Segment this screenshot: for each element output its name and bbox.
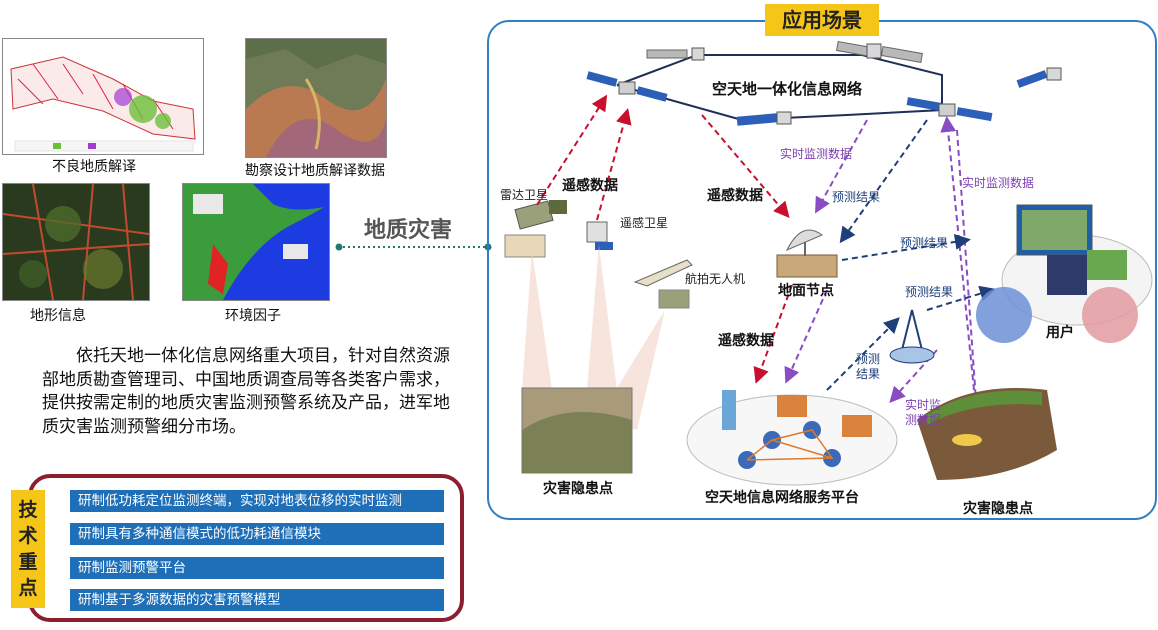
tech-item: 研制监测预警平台 <box>70 557 444 579</box>
coverage-beam <box>587 245 617 390</box>
bad-geology-map <box>2 38 204 155</box>
satellite-icon <box>736 111 792 126</box>
realtime-data-label: 实时监测数据 <box>962 176 1035 190</box>
satellite-network <box>586 41 1062 126</box>
bad-geology-caption: 不良地质解译 <box>52 159 136 175</box>
network-title: 空天地一体化信息网络 <box>712 80 863 98</box>
radar-satellite-icon <box>504 200 567 258</box>
rs-data-label: 遥感数据 <box>718 333 774 349</box>
tech-item: 研制低功耗定位监测终端，实现对地表位移的实时监测 <box>70 490 444 512</box>
geo-disaster-label: 地质灾害 <box>364 218 453 243</box>
hazard-label-left: 灾害隐患点 <box>543 481 613 497</box>
rs-data-label: 遥感数据 <box>707 188 763 204</box>
connector-line <box>335 243 492 251</box>
tech-item: 研制基于多源数据的灾害预警模型 <box>70 589 444 611</box>
uav-label: 航拍无人机 <box>685 272 746 286</box>
tech-tag-char: 技 <box>18 499 38 521</box>
user-circle-blue <box>976 287 1032 343</box>
remote-sensing-satellite-icon <box>586 221 613 250</box>
realtime-data-label: 实时监 测数据 <box>905 398 942 427</box>
satellite-icon <box>836 41 923 63</box>
satellite-icon <box>586 71 668 102</box>
realtime-data-label: 实时监测数据 <box>780 147 853 161</box>
scene-title: 应用场景 <box>765 4 879 36</box>
terrain-image <box>2 183 150 301</box>
hazard-label-right: 灾害隐患点 <box>963 501 1033 517</box>
remote-sensing-satellite-label: 遥感卫星 <box>620 216 669 230</box>
satellite-icon <box>646 47 705 61</box>
description-paragraph: 依托天地一体化信息网络重大项目，针对自然资源部地质勘查管理司、中国地质调查局等各… <box>42 346 450 437</box>
prediction-label: 预测结果 <box>900 236 949 250</box>
tech-focus-tag: 技 术 重 点 <box>11 490 45 608</box>
platform-label: 空天地信息网络服务平台 <box>705 490 859 506</box>
coverage-beam <box>522 250 552 390</box>
tech-tag-char: 重 <box>18 551 38 573</box>
ground-node-label: 地面节点 <box>778 283 834 299</box>
prediction-label: 预测 结果 <box>856 352 881 381</box>
satellite-icon <box>906 97 993 122</box>
satellite-icon <box>1016 67 1062 88</box>
scene-diagram <box>504 41 1153 486</box>
prediction-label: 预测结果 <box>905 285 954 299</box>
prediction-label: 预测结果 <box>832 190 881 204</box>
user-circle-pink <box>1082 287 1138 343</box>
rs-data-label: 遥感数据 <box>562 178 618 194</box>
terrain-caption: 地形信息 <box>30 308 86 324</box>
radar-satellite-label: 雷达卫星 <box>500 188 549 202</box>
user-cloud <box>976 204 1153 343</box>
environment-caption: 环境因子 <box>225 308 281 324</box>
tech-item: 研制具有多种通信模式的低功耗通信模块 <box>70 523 444 545</box>
survey-data-image <box>245 38 387 158</box>
platform-cloud <box>686 390 898 486</box>
tech-tag-char: 术 <box>18 525 38 547</box>
cell-tower-icon <box>889 309 935 364</box>
tech-tag-char: 点 <box>18 577 38 599</box>
environment-image <box>182 183 330 301</box>
user-label: 用户 <box>1046 325 1074 341</box>
hazard-site-right <box>917 388 1057 480</box>
ground-node-icon <box>776 229 838 278</box>
survey-data-caption: 勘察设计地质解译数据 <box>245 163 385 179</box>
uav-icon <box>633 259 693 309</box>
